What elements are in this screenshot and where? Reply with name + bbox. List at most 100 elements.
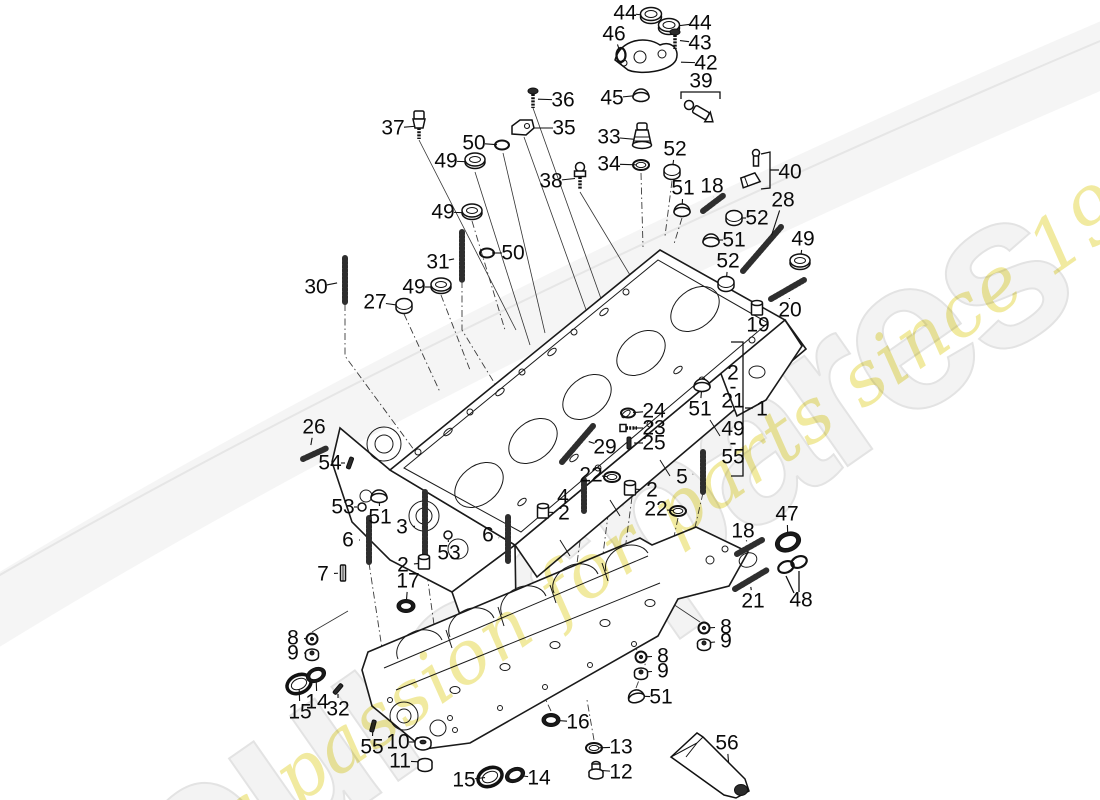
bracket-48 (785, 571, 800, 594)
callout-44: 44 (613, 2, 637, 25)
callout-22: 22 (644, 498, 667, 521)
part-cap44 (639, 6, 663, 25)
callout-32: 32 (326, 698, 349, 721)
callout-18: 18 (700, 175, 723, 198)
callout-49: 49 (434, 150, 457, 173)
callout-42: 42 (694, 52, 717, 75)
part-stud-18 (734, 537, 765, 557)
callout-15: 15 (288, 701, 311, 724)
part-plugDome (673, 203, 691, 218)
part-tube56 (669, 732, 750, 799)
callout-22: 22 (579, 464, 602, 487)
part-plugDome (702, 233, 720, 248)
leader-line (561, 177, 576, 181)
callout-21: 21 (721, 390, 744, 413)
callout-39: 39 (689, 70, 712, 93)
callout-19: 19 (746, 314, 769, 337)
callout-31: 31 (426, 251, 449, 274)
part-sleeve (750, 299, 764, 316)
callout-1: 1 (756, 398, 768, 421)
part-cap49 (461, 203, 483, 221)
callout-51: 51 (368, 506, 391, 529)
callout-51: 51 (671, 177, 694, 200)
part-plugDome (693, 378, 711, 393)
callout-6: 6 (482, 524, 494, 547)
callout-52: 52 (716, 250, 739, 273)
leader-line (326, 282, 338, 286)
part-ring48 (790, 554, 808, 570)
part-plug52 (395, 297, 413, 315)
callout-49: 49 (431, 201, 454, 224)
part-sensor37 (412, 110, 426, 139)
callout-37: 37 (381, 117, 404, 140)
part-stud-26 (300, 445, 330, 462)
part-oring (632, 159, 650, 171)
part-pin (332, 683, 344, 695)
part-boltS40 (751, 148, 761, 167)
callout-52: 52 (663, 138, 686, 161)
part-housing42 (614, 39, 678, 73)
part-boltSide (619, 423, 637, 433)
callout-2: 2 (646, 479, 658, 502)
callout-brackets (680, 91, 800, 594)
part-sealL (476, 765, 504, 789)
part-pin (626, 436, 632, 450)
part-ball (357, 502, 367, 512)
part-oring (585, 742, 603, 754)
callout-48: 48 (789, 589, 812, 612)
callout-26: 26 (302, 416, 325, 439)
leader-line (403, 125, 415, 128)
part-ring48 (777, 559, 795, 575)
callout-50: 50 (501, 242, 524, 265)
callout-51: 51 (722, 229, 745, 252)
part-boltV (669, 28, 681, 49)
part-nut (696, 638, 712, 652)
callout-56: 56 (715, 732, 738, 755)
callout-14: 14 (527, 767, 551, 790)
callout-29: 29 (593, 436, 616, 459)
part-pin (369, 719, 377, 733)
callout-17: 17 (396, 570, 419, 593)
background-swoosh (0, 21, 1100, 647)
part-washer (305, 632, 319, 646)
callout-12: 12 (609, 761, 632, 784)
part-nozzle39 (683, 99, 714, 123)
callout-36: 36 (551, 89, 574, 112)
callout-49: 49 (791, 228, 814, 251)
callout-8: 8 (287, 627, 299, 650)
part-ringS (479, 247, 495, 259)
part-plug52 (725, 209, 743, 227)
callout-dash-44: - (730, 432, 737, 455)
callout-15: 15 (452, 769, 475, 792)
part-bearing47 (774, 531, 802, 553)
callout-9: 9 (287, 642, 299, 665)
callout-30: 30 (304, 276, 327, 299)
callout-53: 53 (437, 542, 460, 565)
part-oring (603, 471, 621, 483)
callout-21: 21 (741, 590, 764, 613)
leader-line (448, 258, 455, 261)
callout-28: 28 (771, 189, 794, 212)
part-boltV (527, 87, 539, 108)
callout-38: 38 (539, 170, 562, 193)
callout-52: 52 (745, 207, 768, 230)
callout-14: 14 (305, 691, 329, 714)
callout-20: 20 (778, 299, 801, 322)
part-sealM (504, 766, 526, 784)
part-flange46 (615, 46, 627, 64)
callout-55: 55 (360, 736, 383, 759)
part-sensor38 (573, 161, 587, 189)
part-sealM (305, 666, 327, 684)
callout-45: 45 (600, 87, 623, 110)
callout-2: 2 (727, 362, 739, 385)
callout-9: 9 (720, 630, 732, 653)
part-oring (669, 505, 687, 517)
callout-43: 43 (688, 32, 711, 55)
part-ball (443, 530, 453, 540)
callout-24: 24 (642, 400, 666, 423)
leader-line (750, 586, 752, 591)
part-sleeve (623, 479, 637, 496)
part-nut (304, 648, 320, 662)
part-plugDome (370, 489, 388, 504)
